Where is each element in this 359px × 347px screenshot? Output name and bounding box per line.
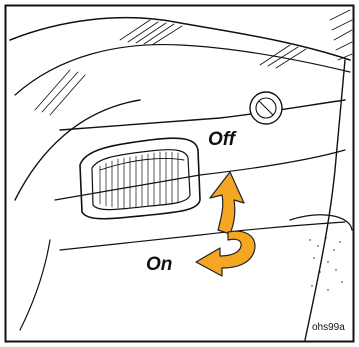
figure-border: [6, 6, 354, 342]
figure-code: ohs99a: [312, 322, 345, 333]
label-on: On: [146, 254, 172, 275]
label-off: Off: [208, 129, 237, 150]
knob-icon: [250, 92, 282, 124]
